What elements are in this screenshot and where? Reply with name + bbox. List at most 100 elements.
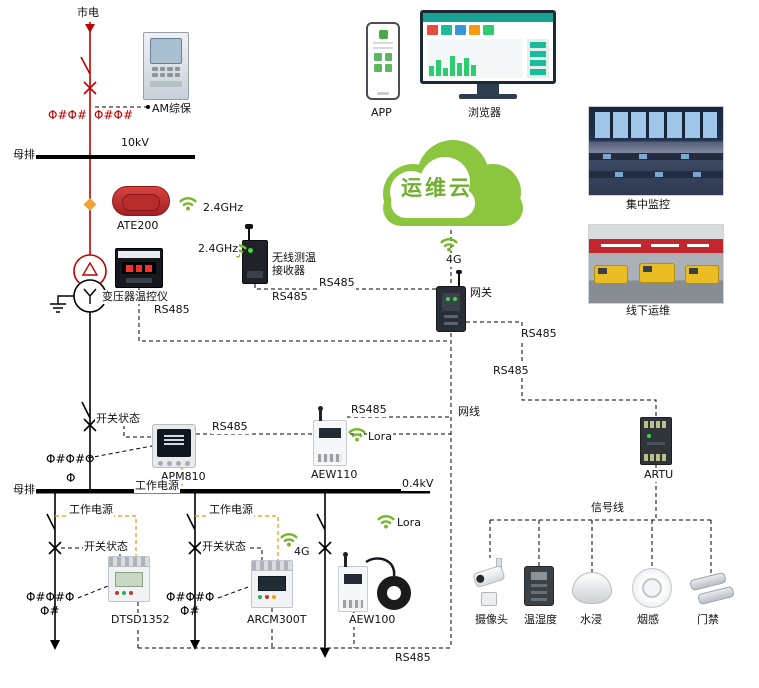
apm810-meter: [152, 424, 196, 468]
busbar-low-label: 母排: [12, 483, 36, 497]
busbar-high-label: 母排: [12, 148, 36, 162]
am-relay-label: AM综保: [151, 102, 193, 116]
central-monitoring-photo: [588, 106, 724, 196]
wireless-temp-receiver: [242, 224, 268, 284]
wireless-icon-lora-aew100: [377, 515, 395, 529]
ct-ring-cable: [365, 557, 396, 577]
aew110-label: AEW110: [310, 468, 359, 482]
power-f1-label: 工作电源: [68, 503, 114, 517]
door-label: 门禁: [696, 613, 720, 627]
ct-symbols-hv-right: Φ#Φ#: [94, 108, 133, 122]
wireless-icon-ate200: [179, 197, 197, 211]
camera-label: 摄像头: [474, 613, 509, 627]
feeder2-arrow: [190, 640, 200, 650]
lora-aew110-label: Lora: [367, 430, 393, 444]
cloud-shape: [383, 140, 523, 226]
arcm300t-label: ARCM300T: [246, 613, 308, 627]
door-contact-sensor: [689, 571, 736, 606]
netcable-label: 网线: [457, 405, 481, 419]
artu-label: ARTU: [643, 468, 675, 482]
feeder1-arrow: [50, 640, 60, 650]
switch-status-f1-label: 开关状态: [83, 540, 129, 554]
gateway-device: [436, 270, 466, 332]
ct-symbols-feeder2-a: Φ#Φ#Φ: [166, 590, 214, 604]
busbar-04kv: [30, 489, 430, 494]
field-operations-photo: [588, 224, 724, 304]
rs485-line-gw-label: RS485: [318, 276, 356, 290]
wireless-icon-4g-arcm: [280, 533, 298, 547]
aew110-wireless-meter: [313, 406, 347, 466]
app-label: APP: [370, 106, 393, 120]
rs485-apm-label: RS485: [211, 420, 249, 434]
smoke-label: 烟感: [636, 613, 660, 627]
wireless-icon-lora-aew110: [348, 428, 366, 442]
supply-arrow: [85, 24, 95, 33]
ct-symbols-hv-left: Φ#Φ#: [48, 108, 87, 122]
field-ops-label: 线下运维: [625, 304, 671, 318]
ate200-label: ATE200: [116, 219, 160, 233]
ct-symbol-main-single: Φ: [66, 471, 75, 485]
dtsd1352-label: DTSD1352: [110, 613, 171, 627]
mobile-app-phone: [366, 22, 400, 100]
rs485-receiver-label: RS485: [271, 290, 309, 304]
voltage-04kv-label: 0.4kV: [401, 477, 435, 491]
switch-status-main-label: 开关状态: [95, 412, 141, 426]
app-logo: [378, 30, 388, 39]
water-leak-sensor: [572, 572, 612, 604]
am-link-dot: [146, 105, 150, 109]
smoke-detector: [632, 568, 672, 608]
rs485-bottom-label: RS485: [394, 651, 432, 665]
gateway-label: 网关: [469, 286, 493, 300]
temp-humidity-label: 温湿度: [523, 613, 558, 627]
ground-symbol: [50, 295, 74, 313]
ct-symbols-feeder2-b: Φ#: [180, 604, 200, 618]
power-apm-label: 工作电源: [134, 479, 180, 493]
temp-controller-label: 变压器温控仪: [101, 290, 169, 304]
ct-symbols-feeder1-a: Φ#Φ#Φ: [26, 590, 74, 604]
power-f2-label: 工作电源: [208, 503, 254, 517]
receiver-label-line1: 无线测温: [271, 251, 317, 265]
ate200-wireless-temp-sensor: [112, 186, 170, 216]
rs485-temp-label: RS485: [153, 303, 191, 317]
central-monitoring-label: 集中监控: [625, 198, 671, 212]
ct-symbols-feeder1-b: Φ#: [40, 604, 60, 618]
busbar-10kv: [30, 155, 195, 159]
switch-status-f2-label: 开关状态: [201, 540, 247, 554]
wireless-4g-cloud-label: 4G: [445, 253, 463, 267]
artu-remote-terminal: [640, 417, 672, 465]
feeder3-arrow: [320, 648, 330, 658]
ct-symbols-main: Φ#Φ#Φ: [46, 452, 94, 466]
rs485-aew110-label: RS485: [350, 403, 388, 417]
wireless-ate-label: 2.4GHz: [202, 201, 245, 215]
hv-lines: [80, 22, 97, 256]
lora-aew100-label: Lora: [396, 516, 422, 530]
temp-humidity-sensor: [524, 566, 554, 606]
aew100-label: AEW100: [348, 613, 397, 627]
cctv-camera: [472, 558, 508, 608]
rs485-gw-right-1-label: RS485: [520, 327, 558, 341]
voltage-10kv-label: 10kV: [120, 136, 150, 150]
lv-lines: [46, 312, 332, 648]
am-protection-relay: [143, 32, 189, 100]
comm-links: [61, 106, 712, 649]
rs485-gw-right-2-label: RS485: [492, 364, 530, 378]
dtsd1352-energy-meter: [108, 556, 150, 602]
water-leak-label: 水浸: [579, 613, 603, 627]
receiver-label-line2: 接收器: [271, 264, 306, 278]
arcm300t-fire-monitor: [251, 560, 293, 608]
fuse-symbol: [83, 198, 97, 211]
cloud-label: 运维云: [401, 176, 473, 200]
browser-label: 浏览器: [467, 106, 502, 120]
wireless-receiver-label: 2.4GHz: [197, 242, 240, 256]
utility-label: 市电: [76, 6, 100, 20]
aew100-wireless-meter: [338, 552, 368, 612]
wireless-icon-4g-cloud: [440, 238, 458, 252]
signal-line-label: 信号线: [590, 501, 625, 515]
browser-monitor: [420, 10, 556, 106]
monitor-screen: [420, 10, 556, 84]
wireless-4g-arcm-label: 4G: [293, 545, 311, 559]
split-core-ct-ring: [374, 570, 414, 612]
relay-screen: [150, 38, 182, 64]
